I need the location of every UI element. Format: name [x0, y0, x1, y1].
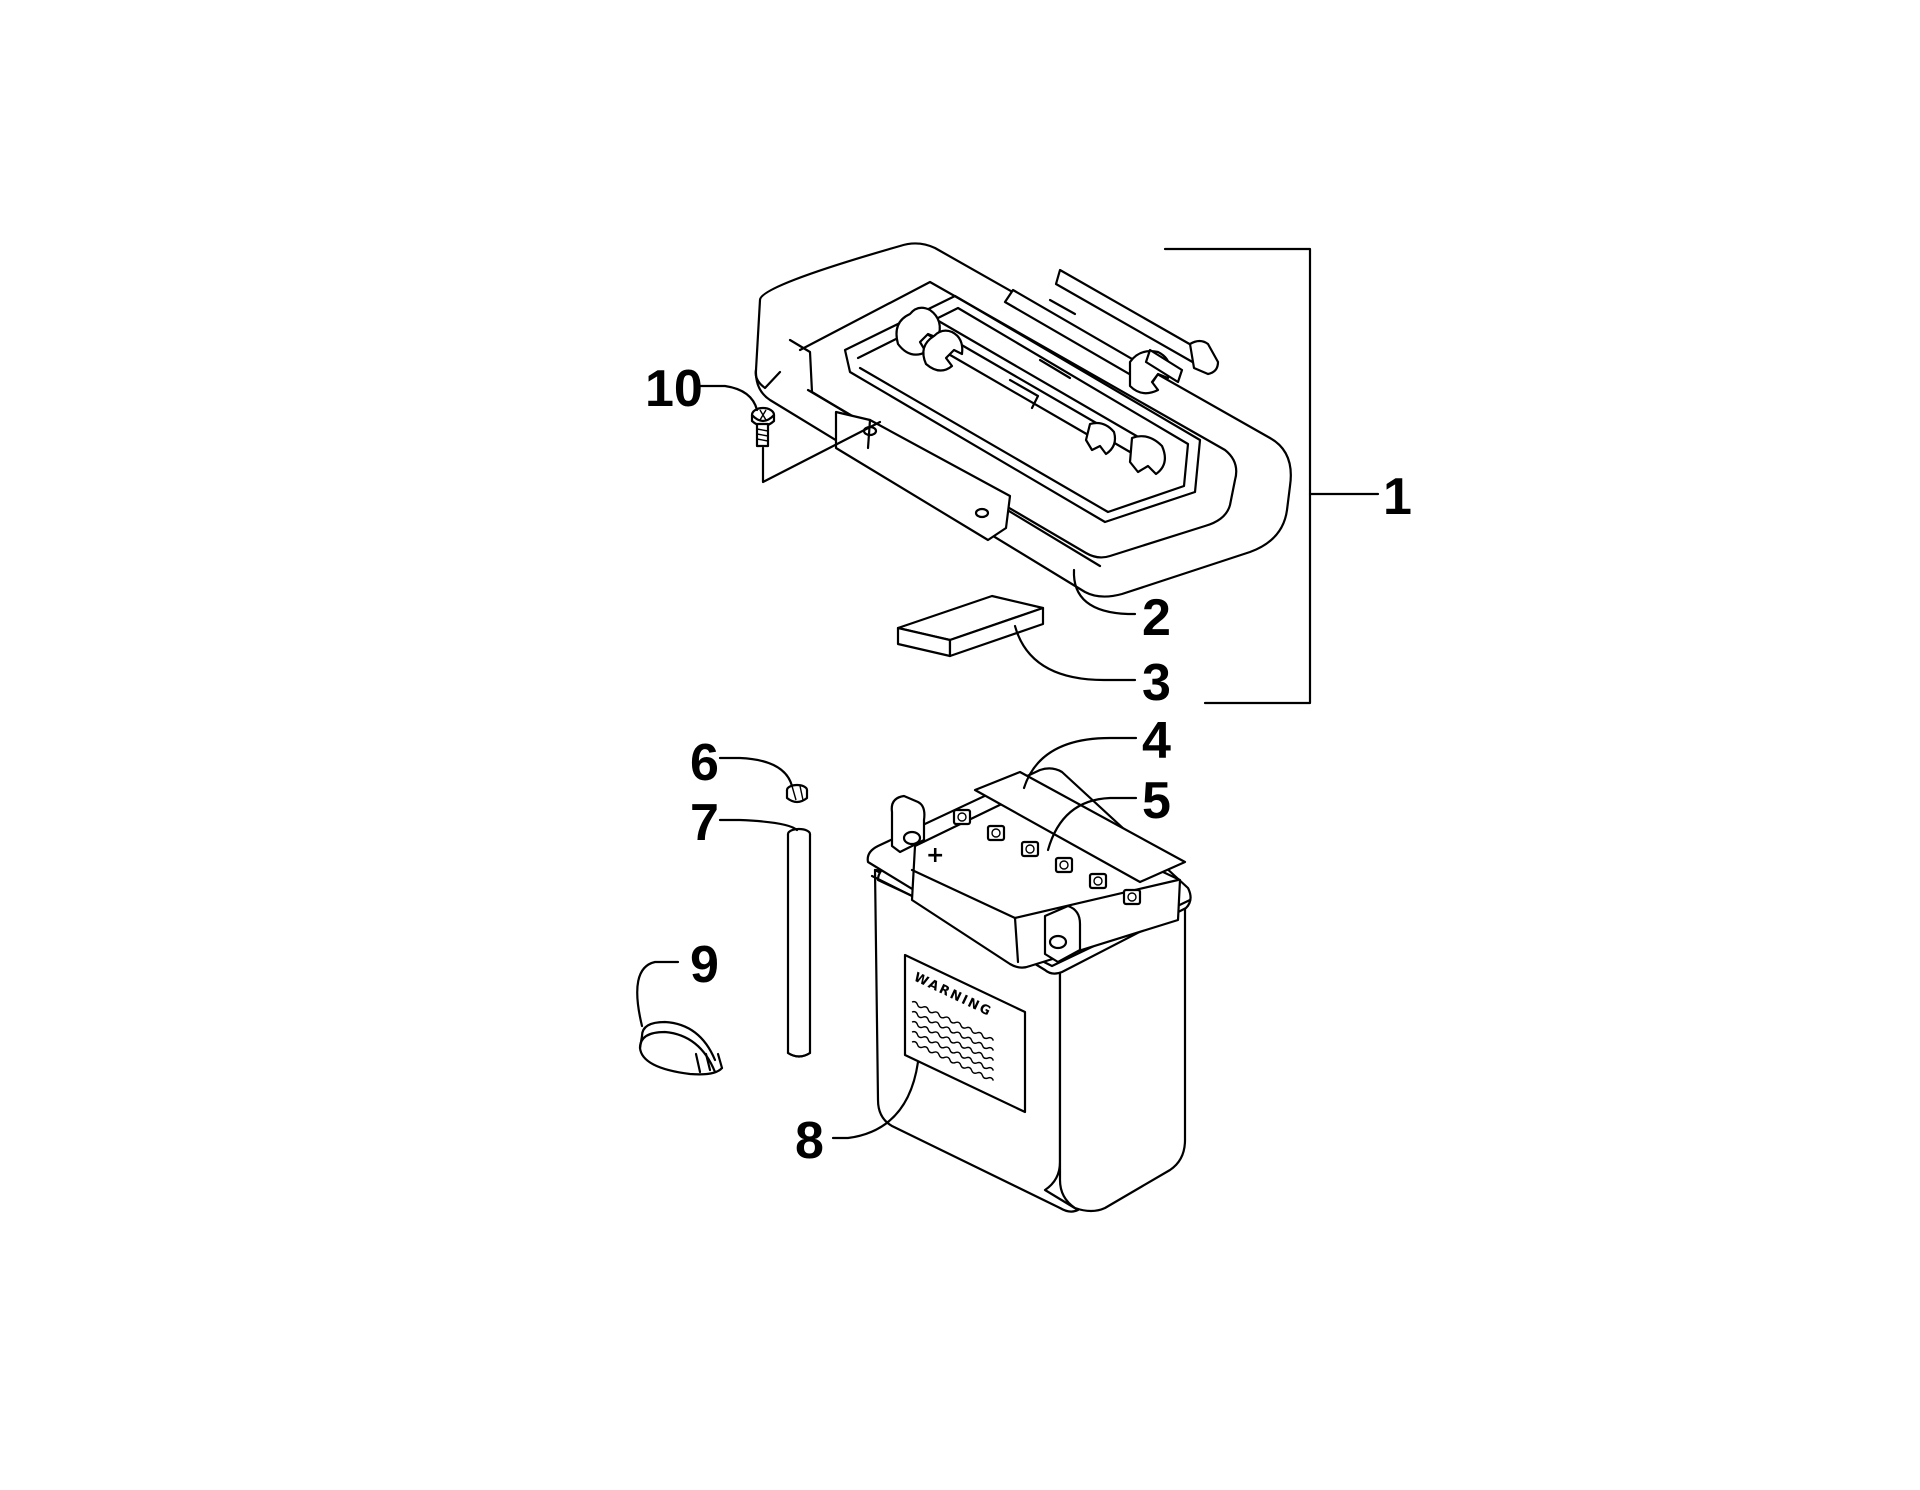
negative-terminal-icon	[1043, 904, 1082, 964]
leader-line-10	[695, 384, 759, 412]
cell-cap-icon	[1122, 888, 1142, 906]
callout-8: 8	[795, 1112, 824, 1170]
callout-10: 10	[645, 360, 703, 418]
callout-3: 3	[1142, 654, 1171, 712]
cell-cap-icon	[952, 808, 972, 826]
callout-7: 7	[690, 794, 719, 852]
cell-cap-icon	[986, 824, 1006, 842]
leader-line-3	[1013, 624, 1137, 682]
foam-pad	[896, 594, 1045, 658]
callout-1: 1	[1383, 468, 1412, 526]
screw-icon	[750, 406, 882, 484]
positive-terminal-icon	[890, 794, 926, 854]
retaining-ring-icon	[638, 1020, 724, 1076]
wrench-icon	[1003, 288, 1184, 395]
cell-cap-icon	[1088, 872, 1108, 890]
leader-line-4	[1022, 736, 1138, 790]
callout-4: 4	[1142, 712, 1171, 770]
spark-plug-wrench-icon	[1054, 268, 1220, 376]
leader-line-5	[1046, 796, 1138, 852]
callout-5: 5	[1142, 772, 1171, 830]
wrench-icon	[922, 329, 1117, 456]
callout-2: 2	[1142, 589, 1171, 647]
leader-line-9	[636, 960, 680, 1028]
tool-tray	[754, 242, 1292, 598]
group-bracket	[1163, 247, 1312, 705]
callout-9: 9	[690, 936, 719, 994]
vent-tube	[786, 827, 812, 1058]
cell-cap-icon	[1054, 856, 1074, 874]
hose-clamp-icon	[785, 783, 809, 804]
cell-cap-icon	[1020, 840, 1040, 858]
leader-line-8	[831, 1060, 920, 1140]
leader-line-6	[718, 756, 794, 788]
battery: + WARNING	[866, 767, 1192, 1213]
terminal-sign: +	[926, 843, 944, 868]
callout-6: 6	[690, 734, 719, 792]
leader-line-2	[1072, 568, 1137, 616]
leader-line-7	[718, 818, 799, 832]
